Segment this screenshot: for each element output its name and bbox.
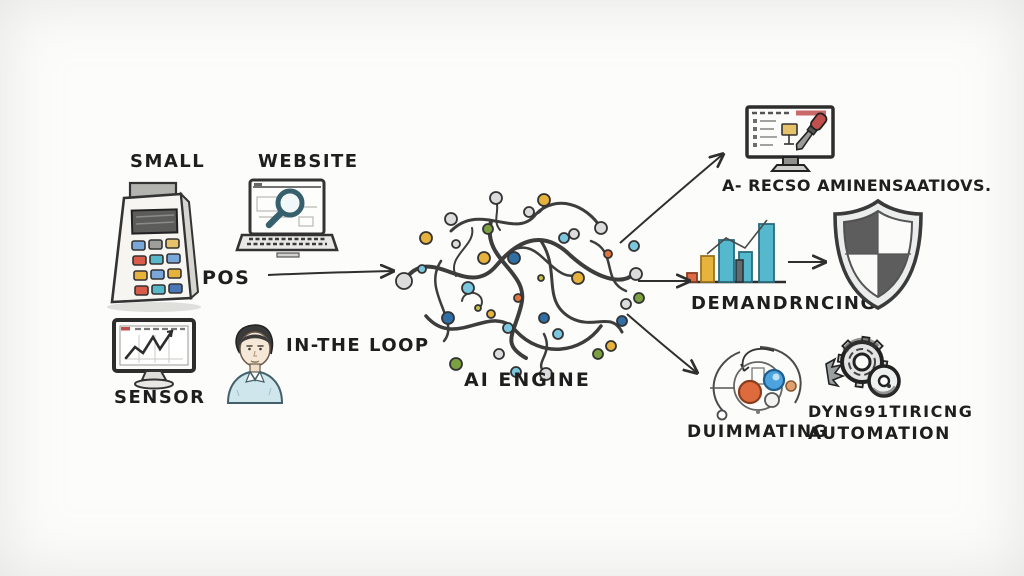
automation-label-line1: DYNG91TIRICNG [808,402,974,421]
website-label: WEBSITE [258,151,359,172]
person-icon [217,318,291,404]
pos-terminal-icon [104,180,209,312]
gears-automation-icon [822,334,910,404]
sensor-monitor-icon [111,317,197,391]
recommendations-monitor-icon [744,104,839,174]
demand-label: DEMANDRNCING [691,293,877,314]
recommendations-label: A- RECSO AMINENSAATIOVS. [722,176,992,195]
neural-network-icon [395,186,646,381]
automation-label: DYNG91TIRICNG AUTOMATION [808,402,974,444]
security-shield-icon [830,197,926,312]
cycle-diagram-icon [702,342,814,428]
small-label: SMALL [130,151,206,172]
sensor-label: SENSOR [114,387,206,408]
human-in-the-loop-label: IN-THE LOOP [286,335,430,356]
arrow-inputs-to-engine [267,271,392,275]
laptop-website-icon [235,177,339,263]
automation-label-line2: AUTOMATION [808,424,951,444]
ai-engine-label: AI ENGINE [464,369,591,391]
pos-label: POS [202,267,251,289]
cycle-label: DUIMMATING [687,422,829,442]
demand-bar-chart-icon [683,214,789,289]
